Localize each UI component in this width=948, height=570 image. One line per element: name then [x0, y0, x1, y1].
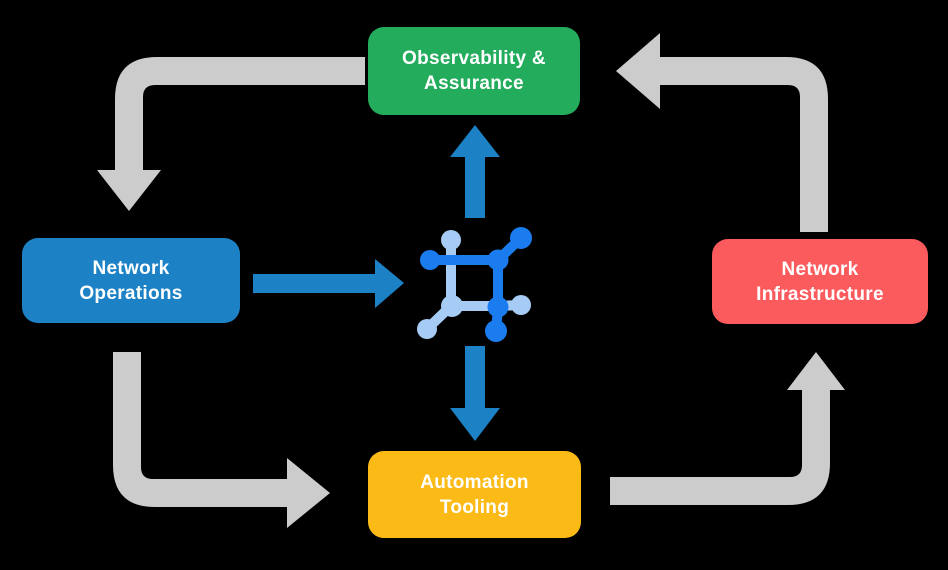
- arrow-center-to-observability: [450, 125, 500, 218]
- node-automation-tooling: Automation Tooling: [368, 451, 581, 538]
- node-operations-label: Network Operations: [79, 257, 183, 304]
- arrow-infrastructure-to-observability: [616, 33, 828, 232]
- icon-light-top-dot: [441, 230, 461, 250]
- arrow-center-to-automation: [450, 346, 500, 441]
- node-infrastructure-label: Network Infrastructure: [756, 258, 884, 305]
- icon-dark-bottomright-node: [487, 296, 509, 318]
- icon-light-corner-node: [441, 295, 463, 317]
- node-observability-label: Observability & Assurance: [402, 48, 546, 94]
- arrow-operations-to-center: [253, 259, 404, 308]
- node-automation-label: Automation Tooling: [420, 471, 529, 518]
- icon-light-left-bottom-line: [446, 235, 503, 311]
- arrow-operations-to-automation: [113, 352, 330, 528]
- network-mesh-icon: [417, 227, 532, 342]
- node-network-infrastructure: Network Infrastructure: [712, 239, 928, 324]
- arrow-automation-to-infrastructure: [610, 352, 845, 505]
- icon-dark-left-dot: [420, 250, 440, 270]
- icon-dark-topright-dot: [510, 227, 532, 249]
- icon-dark-top-right-line: [425, 255, 503, 312]
- icon-dark-bottom-dot: [485, 320, 507, 342]
- icon-dark-topright-node: [487, 249, 509, 271]
- node-network-operations: Network Operations: [22, 238, 240, 323]
- icon-light-right-dot: [511, 295, 531, 315]
- icon-light-bottomleft-dot: [417, 319, 437, 339]
- node-observability-assurance: Observability & Assurance: [368, 27, 580, 115]
- arrow-observability-to-operations: [97, 57, 365, 211]
